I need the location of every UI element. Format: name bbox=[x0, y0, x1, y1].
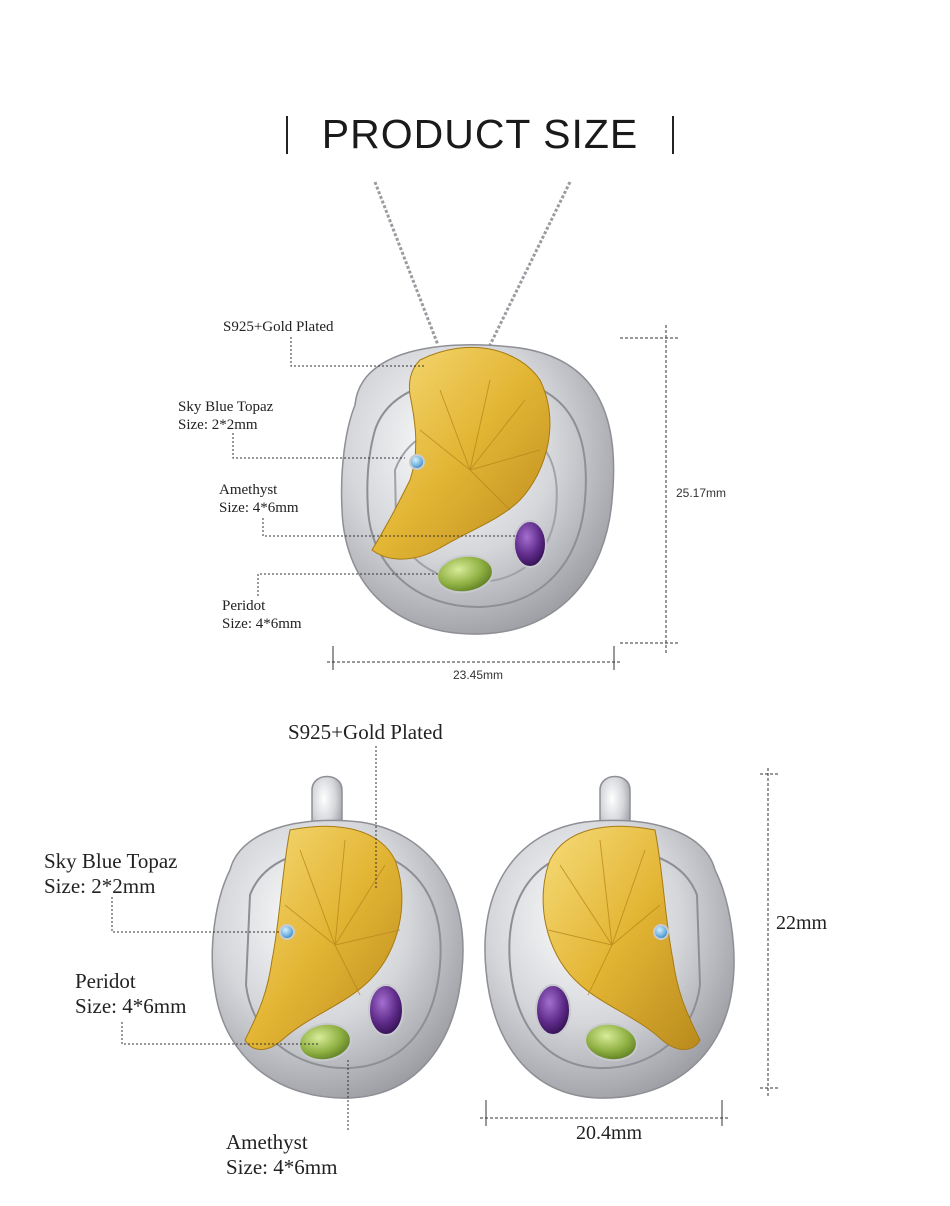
earring-dimensions bbox=[480, 768, 778, 1126]
earring-peridot-name: Peridot bbox=[75, 969, 136, 993]
title-left-bar bbox=[286, 116, 288, 154]
earring-left bbox=[211, 775, 464, 1099]
necklace-height-label: 25.17mm bbox=[676, 486, 727, 500]
earring-height-label: 22mm bbox=[776, 912, 828, 934]
necklace-chain bbox=[373, 181, 572, 346]
necklace-peridot-size: Size: 4*6mm bbox=[222, 616, 302, 632]
earring-leader-lines bbox=[111, 746, 377, 1130]
earring-width-label: 20.4mm bbox=[576, 1122, 643, 1144]
earring-amethyst-label: Amethyst Size: 4*6mm bbox=[226, 1130, 337, 1180]
necklace-amethyst-size: Size: 4*6mm bbox=[219, 500, 299, 516]
necklace-width-label: 23.45mm bbox=[453, 668, 504, 682]
earring-topaz-name: Sky Blue Topaz bbox=[44, 849, 178, 873]
earring-right bbox=[484, 775, 735, 1099]
necklace-leader-lines bbox=[232, 337, 518, 596]
page-title: PRODUCT SIZE bbox=[321, 111, 639, 157]
earring-topaz-label: Sky Blue Topaz Size: 2*2mm bbox=[44, 849, 177, 899]
page-header: PRODUCT SIZE bbox=[0, 108, 950, 160]
earring-peridot-label: Peridot Size: 4*6mm bbox=[75, 969, 186, 1019]
necklace-dimensions bbox=[327, 325, 678, 670]
necklace-topaz-size: Size: 2*2mm bbox=[178, 417, 258, 433]
necklace-peridot-name: Peridot bbox=[222, 598, 266, 614]
necklace-amethyst-name: Amethyst bbox=[219, 482, 278, 498]
earring-peridot-size: Size: 4*6mm bbox=[75, 994, 187, 1019]
necklace-peridot-label: Peridot Size: 4*6mm bbox=[222, 597, 302, 633]
earring-amethyst-size: Size: 4*6mm bbox=[226, 1155, 338, 1180]
necklace-topaz-name: Sky Blue Topaz bbox=[178, 399, 274, 415]
necklace-pendant bbox=[340, 344, 615, 635]
necklace-amethyst-label: Amethyst Size: 4*6mm bbox=[219, 481, 299, 517]
earring-topaz-size: Size: 2*2mm bbox=[44, 874, 156, 899]
necklace-topaz-label: Sky Blue Topaz Size: 2*2mm bbox=[178, 398, 273, 434]
earring-amethyst-name: Amethyst bbox=[226, 1130, 308, 1154]
earring-material-label: S925+Gold Plated bbox=[288, 720, 443, 744]
title-right-bar bbox=[672, 116, 674, 154]
necklace-material-label: S925+Gold Plated bbox=[223, 319, 334, 335]
